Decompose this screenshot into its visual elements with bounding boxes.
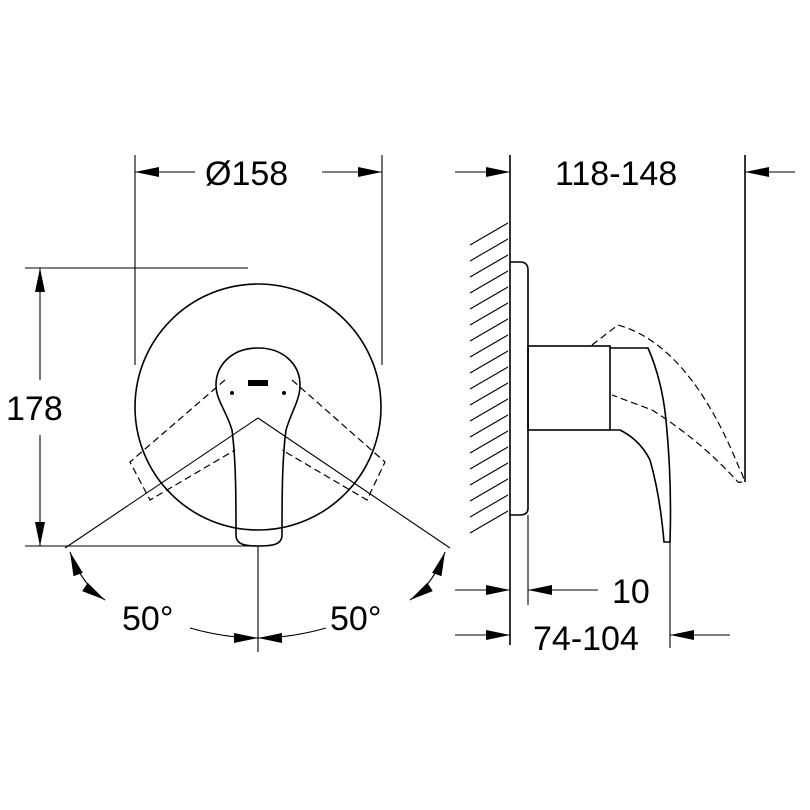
diameter-label: Ø158 [205, 155, 288, 193]
hatch-line [469, 238, 509, 262]
angle-arc-right [409, 551, 446, 601]
handle-lever [215, 347, 301, 547]
handle-rotated-right [281, 379, 386, 501]
hatch-line [469, 462, 509, 486]
escutcheon-plate-side [510, 261, 529, 516]
hatch-line [469, 382, 509, 406]
hatch-line [469, 510, 509, 534]
hatch-line [469, 334, 509, 358]
angle-right-label: 50° [330, 600, 381, 638]
angle-arc-left [69, 551, 106, 601]
handle-dot-left [230, 391, 234, 395]
handle-side-rotated [591, 324, 745, 483]
hatch-line [469, 318, 509, 342]
hatch-line [469, 478, 509, 502]
valve-body [527, 345, 611, 431]
hatch-line [469, 494, 509, 518]
hatch-line [469, 222, 509, 246]
handle-logo-mark [248, 380, 268, 386]
hatch-line [469, 366, 509, 390]
plate-thickness-label: 10 [612, 573, 650, 611]
wall-hatch [469, 222, 509, 534]
handle-dot-right [282, 391, 286, 395]
hatch-line [469, 286, 509, 310]
escutcheon-circle [134, 283, 382, 531]
side-view: 118-148 10 74-104 [455, 155, 795, 658]
depth-range-label: 118-148 [555, 155, 677, 193]
angle-arc-right-lower [257, 627, 327, 643]
hatch-line [469, 446, 509, 470]
hatch-line [469, 350, 509, 374]
hatch-line [469, 270, 509, 294]
angle-ray-right [257, 417, 451, 549]
hatch-line [469, 302, 509, 326]
front-view: 50° 50° Ø158 178 [6, 155, 451, 652]
projection-range-label: 74-104 [533, 620, 639, 658]
height-label: 178 [6, 390, 63, 428]
handle-side [610, 347, 672, 543]
angle-left-label: 50° [122, 600, 173, 638]
handle-rotated-left [129, 379, 236, 501]
hatch-line [469, 254, 509, 278]
hatch-line [469, 430, 509, 454]
angle-ray-left [64, 417, 259, 549]
hatch-line [469, 414, 509, 438]
hatch-line [469, 398, 509, 422]
angle-arc-left-lower [189, 627, 259, 643]
